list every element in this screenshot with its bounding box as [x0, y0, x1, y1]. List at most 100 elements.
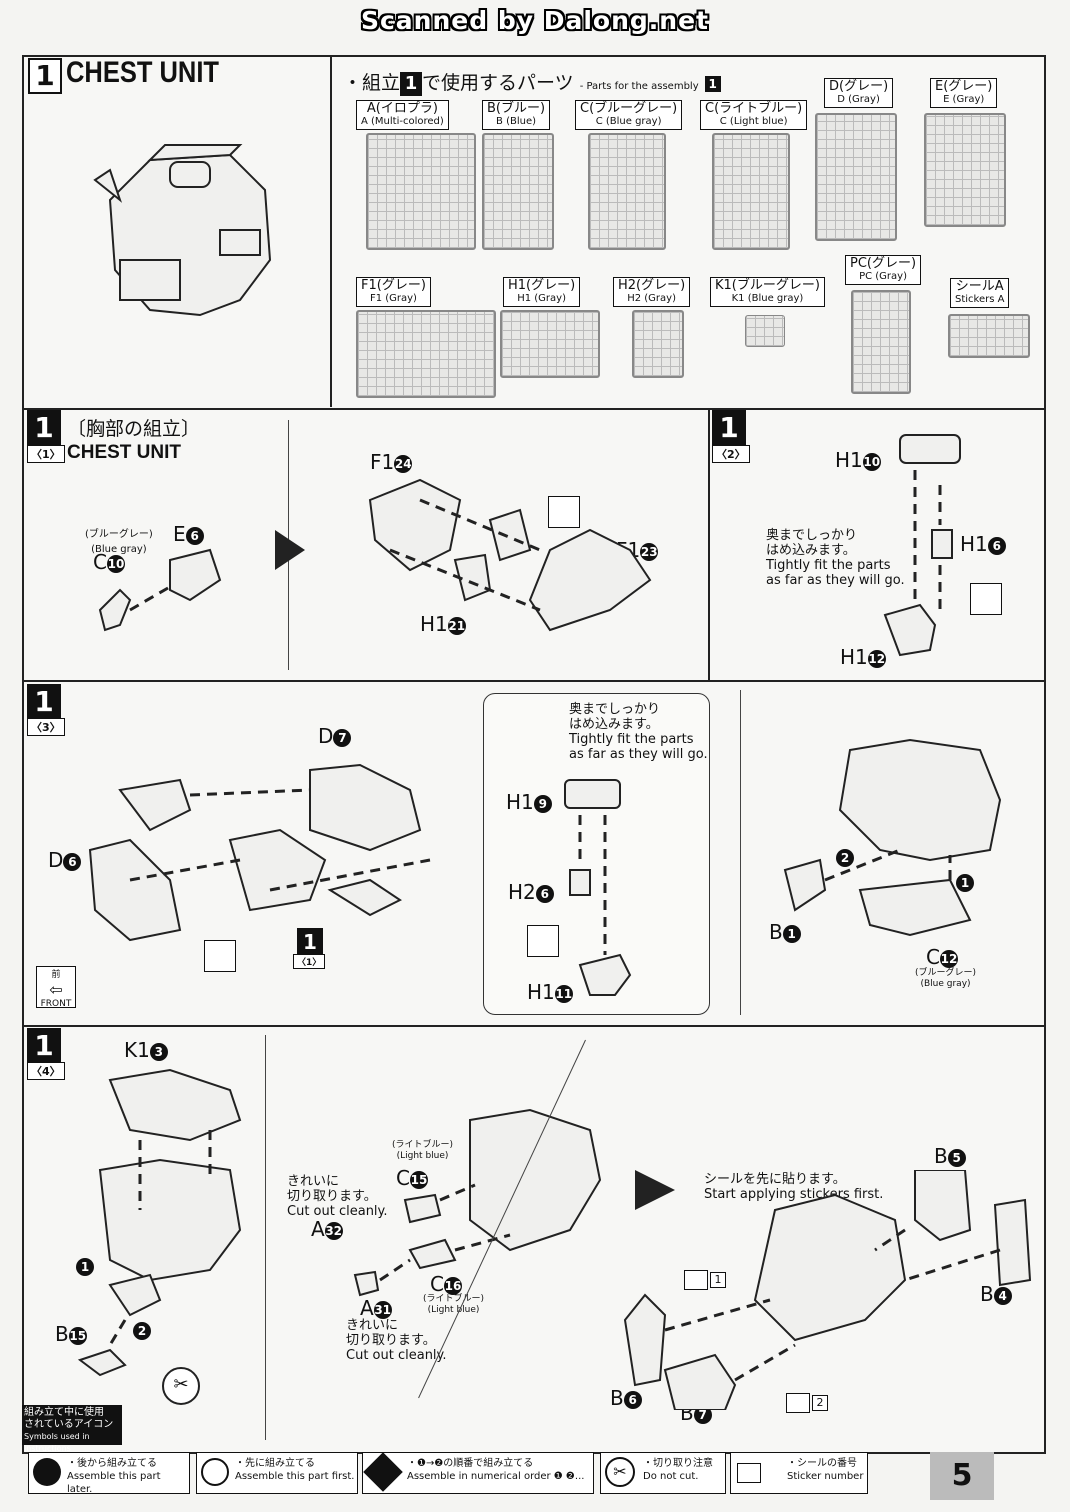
part-c12-label: C12: [926, 945, 958, 969]
order-marker-2: 2: [133, 1322, 151, 1340]
flow-arrow: [635, 1170, 675, 1210]
scan-watermark: Scanned by Dalong.net: [360, 6, 709, 35]
page-number: 5: [930, 1452, 994, 1500]
assemble-first-icon: [527, 925, 559, 957]
runner-a-image: [366, 133, 476, 250]
runner-label-pc: PC(グレー)PC (Gray): [845, 255, 922, 285]
assemble-first-icon: [970, 583, 1002, 615]
sticker-sheet-image: [948, 314, 1030, 358]
do-not-cut-icon: ✂: [162, 1367, 200, 1405]
part-c10-label: C10: [93, 550, 125, 574]
c15-color-label: (ライトブルー)(Light blue): [392, 1140, 454, 1161]
part-f1-24-label: F124: [370, 450, 413, 474]
runner-label-c-bluegray: C(ブルーグレー)C (Blue gray): [575, 100, 683, 130]
section-title: CHEST UNIT: [66, 56, 219, 89]
step-1-3-number: 1: [27, 684, 61, 720]
runner-label-k1: K1(ブルーグレー)K1 (Blue gray): [710, 277, 825, 307]
step-1-2-illustration: [883, 434, 961, 657]
step-1-3-sub: 〈3〉: [27, 718, 65, 736]
c16-color-label: (ライトブルー)(Light blue): [423, 1294, 485, 1315]
runner-k1-image: [745, 315, 785, 347]
flow-arrow: [275, 530, 305, 570]
runner-label-b: B(ブルー)B (Blue): [482, 100, 551, 130]
step-1-1-assembly-illustration: [368, 478, 652, 632]
order-marker-1: 1: [76, 1258, 94, 1276]
step-1-1-en-title: CHEST UNIT: [67, 442, 181, 463]
runner-b-image: [482, 133, 554, 250]
assemble-later-icon: [204, 940, 236, 972]
step-1-1-number: 1: [27, 410, 61, 446]
runner-label-c-lightblue: C(ライトブルー)C (Light blue): [700, 100, 808, 130]
part-a31-label: A31: [360, 1296, 392, 1320]
part-c15-label: C15: [396, 1166, 428, 1190]
order-marker-2: 2: [836, 849, 854, 867]
sticker-icon: [786, 1393, 810, 1413]
runner-label-f1: F1(グレー)F1 (Gray): [356, 277, 431, 307]
cut-cleanly-note-1: きれいに切り取ります。Cut out cleanly.: [287, 1174, 388, 1219]
order-marker-1: 1: [956, 874, 974, 892]
part-h1-12-label: H112: [840, 645, 886, 669]
part-c16-label: C16: [430, 1272, 462, 1296]
runner-label-h2: H2(グレー)H2 (Gray): [613, 277, 691, 307]
step-1-2-sub: 〈2〉: [712, 445, 750, 463]
step-1-2-number: 1: [712, 410, 746, 446]
c10-color-label: (ブルーグレー)(Blue gray): [85, 529, 153, 555]
runner-label-e: E(グレー)E (Gray): [930, 78, 998, 108]
step-1-3-final-illustration: [783, 738, 1002, 937]
part-a32-label: A32: [311, 1217, 343, 1241]
step-1-4-middle-illustration: [353, 1108, 602, 1297]
step-1-4-sub: 〈4〉: [27, 1062, 65, 1080]
runner-d-image: [815, 113, 897, 241]
runner-h2-image: [632, 310, 684, 378]
runner-e-image: [924, 113, 1006, 227]
c12-color-label: (ブルーグレー)(Blue gray): [915, 968, 977, 989]
cut-cleanly-note-2: きれいに切り取ります。Cut out cleanly.: [346, 1318, 447, 1363]
runner-c-lightblue-image: [712, 133, 790, 250]
step-1-1-jp-title: 〔胸部の組立〕: [67, 418, 201, 440]
step-1-4-number: 1: [27, 1028, 61, 1064]
part-h1-10-label: H110: [835, 448, 881, 472]
runner-f1-image: [356, 310, 496, 398]
runner-c-bluegray-image: [588, 133, 666, 250]
step-1-1-small-parts-illustration: [98, 548, 222, 632]
ref-step-sub: 〈1〉: [293, 954, 326, 969]
assemble-first-icon: [548, 496, 580, 528]
part-b15-label: B15: [55, 1322, 87, 1346]
step-1-3-assembly-illustration: [88, 763, 431, 942]
section-step-number: 1: [28, 58, 62, 94]
step-1-4-right-illustration: [623, 1170, 1032, 1410]
sticker-icon: [684, 1270, 708, 1290]
ref-step-number: 1: [297, 928, 323, 956]
chest-unit-overview-illustration: [93, 144, 272, 317]
runner-h1-image: [500, 310, 600, 378]
runner-label-a: A(イロプラ)A (Multi-colored): [356, 100, 449, 130]
sticker-number-2: 2: [812, 1395, 828, 1411]
step-1-3-subassembly-illustration: [564, 779, 632, 996]
step-1-4-left-illustration: [77, 1068, 242, 1377]
sticker-number-1: 1: [710, 1272, 726, 1288]
step-1-1-sub: 〈1〉: [27, 445, 65, 463]
runner-label-d: D(グレー)D (Gray): [824, 78, 894, 108]
part-h1-21-label: H121: [420, 612, 466, 636]
